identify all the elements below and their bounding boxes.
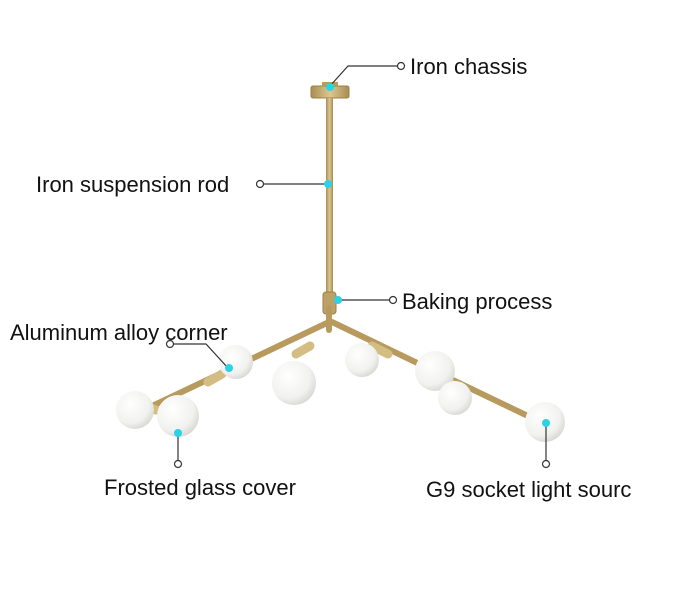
leader-endpoint [173,459,183,469]
leader-endpoint [541,459,551,469]
callout-aluminum-alloy-corner: Aluminum alloy corner [10,320,233,372]
marker-dot [225,364,233,372]
glass-globe [219,345,253,379]
leader-endpoint [165,339,175,349]
marker-dot [174,429,182,437]
glass-globe [157,395,199,437]
callout-frosted-glass-cover: Frosted glass cover [104,429,296,500]
callout-baking-process: Baking process [334,289,552,314]
leader-line [329,65,397,87]
callout-label: Iron suspension rod [36,172,229,197]
callout-label: Baking process [402,289,552,314]
marker-dot [324,180,332,188]
leader-line [174,343,229,369]
glass-globe [272,361,316,405]
glass-globe [116,391,154,429]
marker-dot [542,419,550,427]
callout-iron-suspension-rod: Iron suspension rod [36,172,332,197]
callout-label: Frosted glass cover [104,475,296,500]
glass-globe [345,343,379,377]
marker-dot [326,83,334,91]
callout-label: G9 socket light sourc [426,477,631,502]
marker-dot [334,296,342,304]
glass-globe [415,351,455,391]
glass-globe [438,381,472,415]
callout-iron-chassis: Iron chassis [326,54,527,91]
leader-endpoint [388,295,398,305]
callout-g9-socket-light-source: G9 socket light sourc [426,419,631,502]
callout-label: Iron chassis [410,54,527,79]
callout-label: Aluminum alloy corner [10,320,228,345]
leader-endpoint [396,61,406,71]
suspension-rod [326,98,333,298]
leader-endpoint [255,179,265,189]
